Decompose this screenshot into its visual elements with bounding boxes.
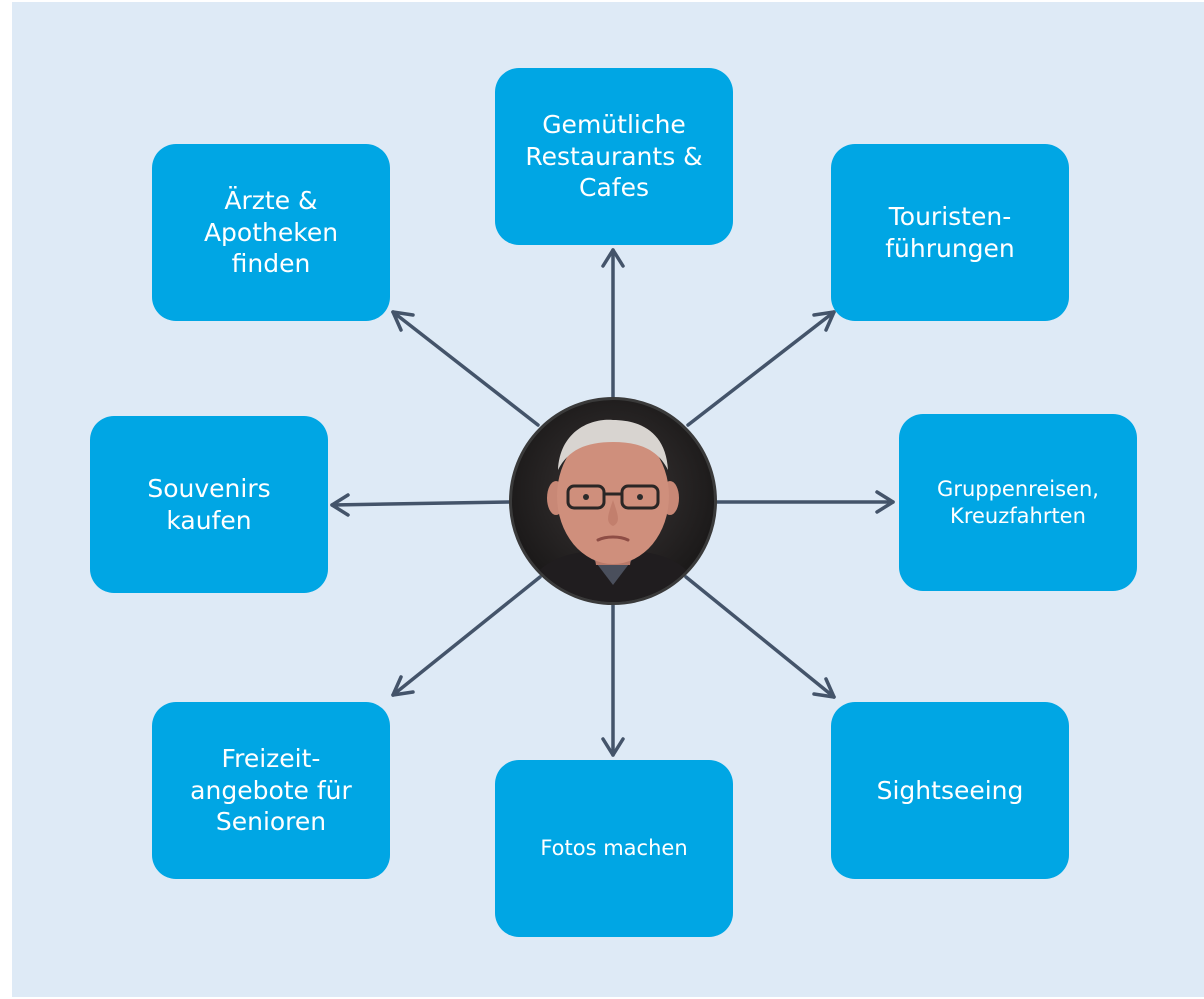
arrow-to-souvenirs <box>330 493 511 517</box>
node-tours: Touristen- führungen <box>831 144 1069 321</box>
node-leisure: Freizeit- angebote für Senioren <box>152 702 390 879</box>
node-photos: Fotos machen <box>495 760 733 937</box>
arrow-to-photos <box>601 603 625 757</box>
arrow-to-doctors <box>391 310 540 427</box>
arrow-to-leisure <box>391 575 542 697</box>
node-souvenirs: Souvenirs kaufen <box>90 416 328 593</box>
arrow-to-group-travel <box>715 490 895 514</box>
arrow-to-restaurants <box>601 248 625 399</box>
arrow-to-tours <box>686 310 836 427</box>
arrow-to-sightseeing <box>684 575 836 699</box>
node-restaurants: Gemütliche Restaurants & Cafes <box>495 68 733 245</box>
portrait-photo-icon <box>509 397 717 605</box>
node-sightseeing: Sightseeing <box>831 702 1069 879</box>
node-group-travel: Gruppenreisen, Kreuzfahrten <box>899 414 1137 591</box>
node-doctors: Ärzte & Apotheken finden <box>152 144 390 321</box>
